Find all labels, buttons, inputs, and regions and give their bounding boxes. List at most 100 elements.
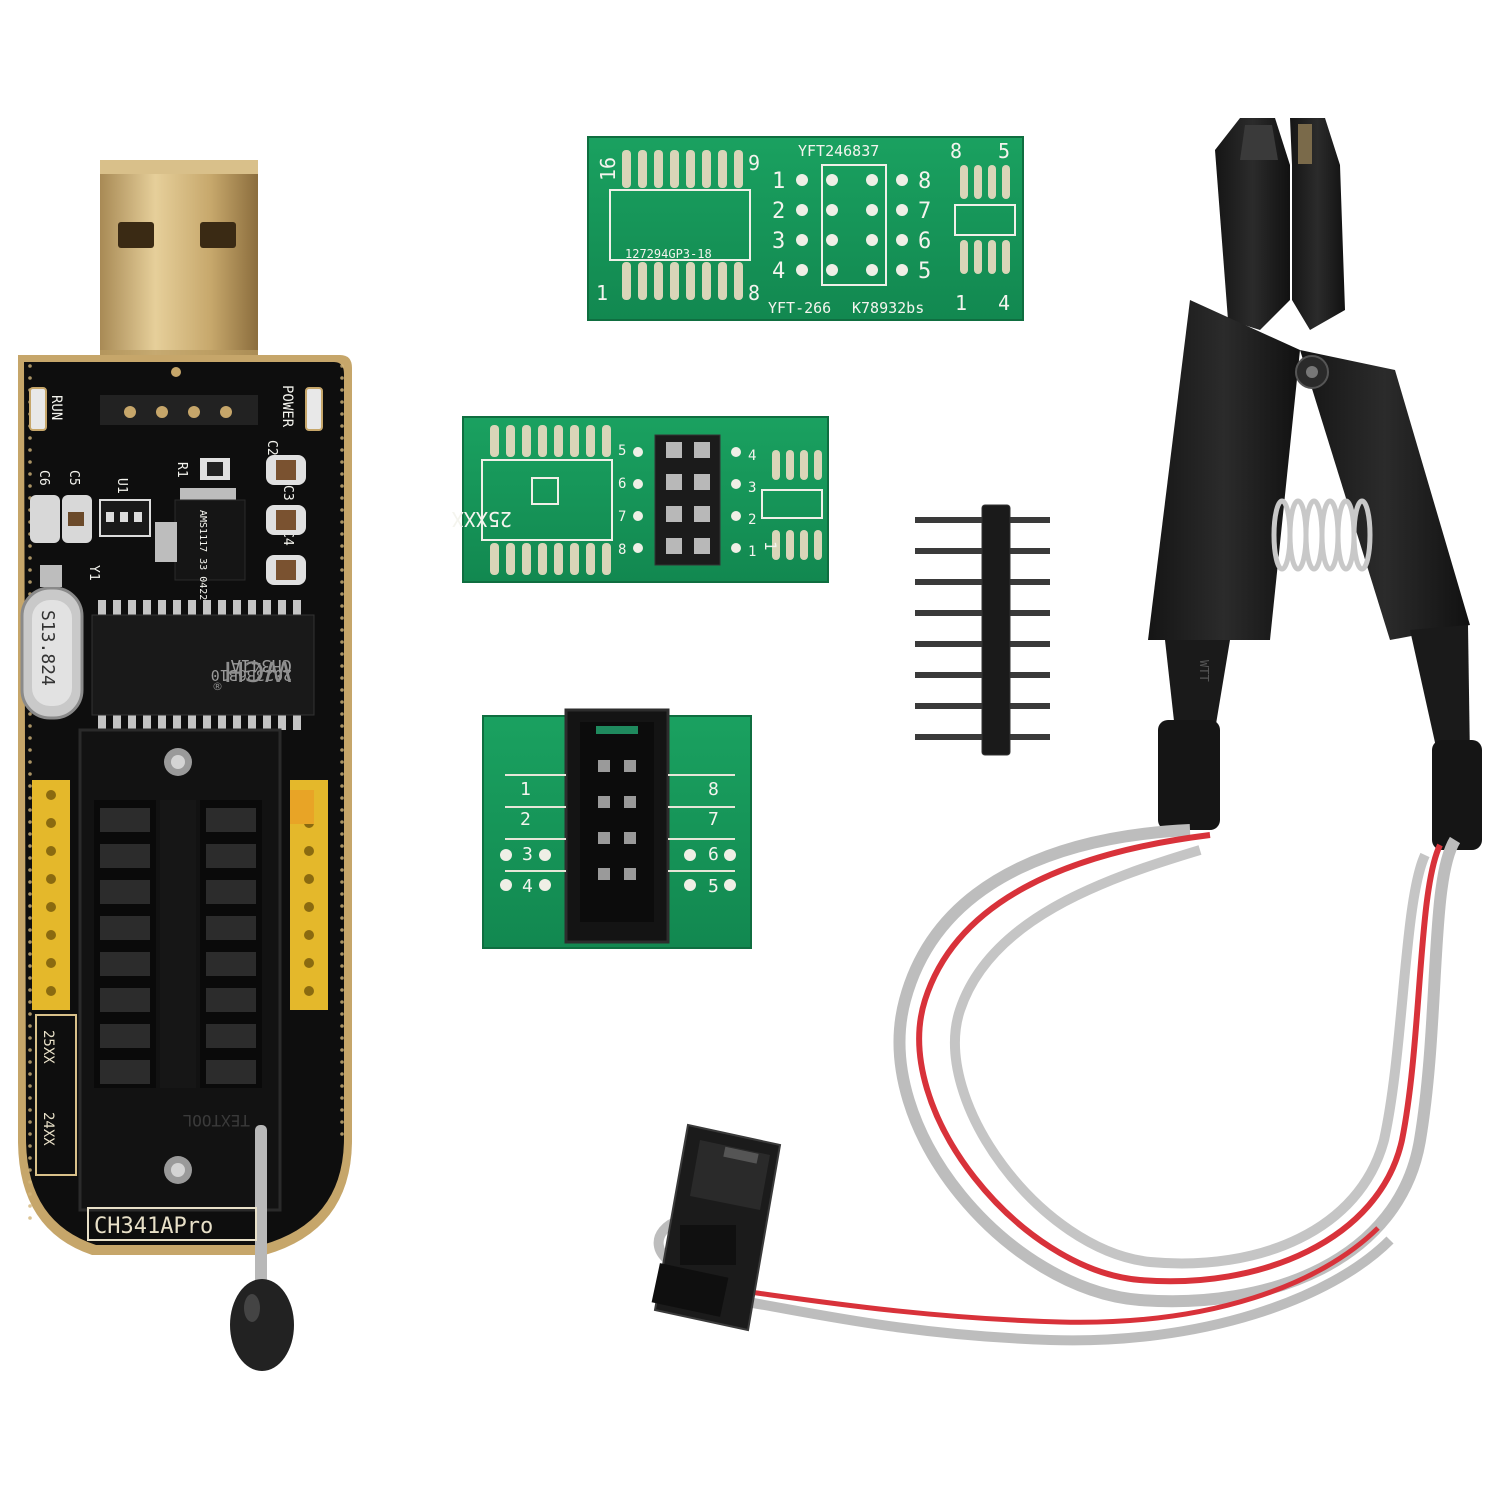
regulator [174,499,246,581]
smd-pad [814,450,822,480]
chip-pin [113,714,121,730]
smd-pad [654,262,663,300]
via-hole [731,543,741,553]
ribbon-cable [653,824,1461,1346]
spring-coil [1351,498,1373,572]
smd-pad [506,543,515,575]
smd-pad [1002,165,1010,199]
chip-pin [173,714,181,730]
header-pin [598,796,610,808]
zif-slot [100,1060,150,1084]
zif-lever[interactable] [255,1125,267,1315]
ic-text: 127294GP3-18 [625,247,712,261]
chip-pin [278,714,286,730]
chip-logo: WCH [224,655,292,688]
run-label: RUN [48,395,64,420]
smd-pad [786,530,794,560]
bottom-left-3: 3 [522,844,533,865]
lever-knob[interactable] [230,1279,294,1371]
header-pin [694,474,710,490]
via-hole [633,511,643,521]
r1-label: R1 [174,462,189,478]
pin-9: 9 [748,151,760,175]
header-pin [666,442,682,458]
chip-pin [128,714,136,730]
chip-pin [233,600,241,616]
smd-pad [522,425,531,457]
chip-text-2: 2023B6B10 [211,666,292,684]
mid-right-8: 8 [918,169,931,194]
header-pin [624,760,636,772]
chip-pin [158,600,166,616]
smd-pad [490,425,499,457]
bottom-left-1: 1 [520,779,531,800]
regulator-text: AMS1117 33 0422 [197,510,208,600]
chip-pin [143,600,151,616]
chip-pin [218,714,226,730]
via-hole [866,204,878,216]
c5-label: C5 [66,470,81,486]
zif-slot [100,808,150,832]
header-hole [46,846,56,856]
smd-pad [490,543,499,575]
header-hole [304,958,314,968]
ch341a-chip: CH341A 2023B6B10 WCH ® [91,600,315,730]
zif-slot [206,844,256,868]
right-8: 8 [950,139,962,163]
chip-pin [128,600,136,616]
header-hole [46,930,56,940]
zif-socket-icon: TEXTOOL [78,728,282,1212]
via-hole [539,879,551,891]
chip-pin [248,600,256,616]
smd-pad [506,425,515,457]
clip-text: WTT [1197,660,1211,682]
via-hole [866,174,878,186]
via-hole [826,264,838,276]
smd-pad [586,425,595,457]
header-hole [46,818,56,828]
power-label: POWER [279,385,295,428]
chip-pin [98,600,106,616]
mid-pin-2: 2 [748,512,756,528]
chip-pin [263,600,271,616]
via-hole [826,174,838,186]
smd-pad [786,450,794,480]
header-hole [304,846,314,856]
chip-pin [143,714,151,730]
smd-pad [814,530,822,560]
chip-pin [263,714,271,730]
chip-mark: ® [212,680,223,693]
smd-pad [570,425,579,457]
mid-pin-7: 7 [618,509,626,525]
header-pin [624,868,636,880]
adapter-mid: 25XXX 5 6 7 8 4 3 2 1 1 [452,416,829,583]
smd-pad [772,450,780,480]
smd-pad [772,530,780,560]
zif-slot [100,880,150,904]
pin-8: 8 [748,281,760,305]
footer-right: K78932bs [852,299,924,317]
header-pin [666,474,682,490]
soic-test-clip: WTT [1148,118,1482,850]
smd-pad [686,262,695,300]
via-hole [896,264,908,276]
via-hole [826,234,838,246]
chip-pin [203,600,211,616]
via-hole [896,174,908,186]
mid-pin-5: 5 [618,443,626,459]
header-hole [46,790,56,800]
header-hole [304,930,314,940]
c6-label: C6 [36,470,51,486]
via-hole [731,447,741,457]
pin-header-strip [915,504,1050,756]
via-hole [724,849,736,861]
mid-edge-1: 1 [761,541,780,551]
smd-pad [686,150,695,188]
header-pin [598,760,610,772]
chip-pin [248,714,256,730]
bottom-right-7: 7 [708,809,719,830]
chip-pin [203,714,211,730]
smd-pad [522,543,531,575]
smd-pad [638,262,647,300]
smd-pad [586,543,595,575]
